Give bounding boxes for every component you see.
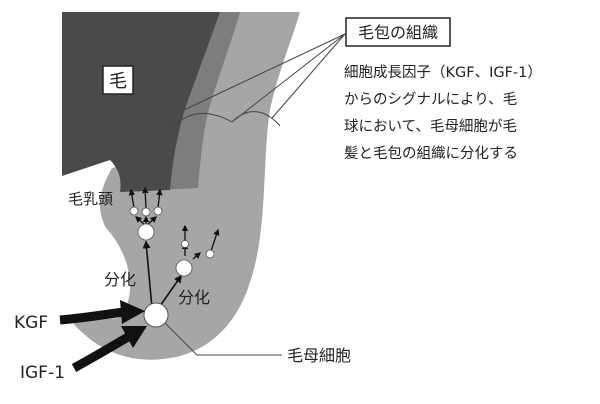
igf1-arrow <box>71 333 131 372</box>
differentiation-label: 分化 <box>178 288 210 307</box>
small-arrow <box>156 188 163 209</box>
leader-line <box>183 33 346 111</box>
hair-matrix-cell-label: 毛母細胞 <box>287 346 351 365</box>
description-line: 球において、毛母細胞が毛 <box>344 118 517 135</box>
small-arrow <box>192 252 201 260</box>
cell-medium <box>175 259 193 277</box>
igf1-label: IGF-1 <box>20 363 65 383</box>
tissue-arc <box>173 113 233 127</box>
cell-small <box>141 207 151 217</box>
follicle-tissue-label: 毛包の組織 <box>358 23 438 42</box>
follicle-tissue-label-box <box>345 17 451 47</box>
kgf-arrow <box>59 307 125 325</box>
hair-matrix-cell <box>143 302 169 328</box>
description-line: からのシグナルにより、毛 <box>344 91 517 108</box>
differentiation-arrow <box>159 274 182 307</box>
description-line: 髪と毛包の組織に分化する <box>344 145 518 162</box>
differentiation-label: 分化 <box>104 270 136 289</box>
cell-small <box>205 249 215 259</box>
cell-medium <box>137 223 155 241</box>
kgf-label: KGF <box>14 313 48 333</box>
hair-label: 毛 <box>109 71 127 92</box>
cell-small <box>181 240 189 248</box>
dermal-papilla-label: 毛乳頭 <box>68 190 113 208</box>
cell-small <box>129 206 139 216</box>
small-arrow <box>128 188 136 209</box>
kgf-arrowhead <box>120 300 145 324</box>
leader-line <box>231 33 346 123</box>
small-arrow <box>142 186 149 209</box>
leader-line <box>271 33 346 119</box>
differentiation-arrow <box>142 240 153 309</box>
hair-matrix-leader <box>164 322 282 356</box>
cell-small <box>153 206 163 216</box>
igf1-arrowhead <box>121 326 147 348</box>
hair-label-box <box>102 65 134 95</box>
hair-shaft <box>62 12 220 192</box>
description-line: 細胞成長因子（KGF、IGF-1） <box>344 64 542 81</box>
